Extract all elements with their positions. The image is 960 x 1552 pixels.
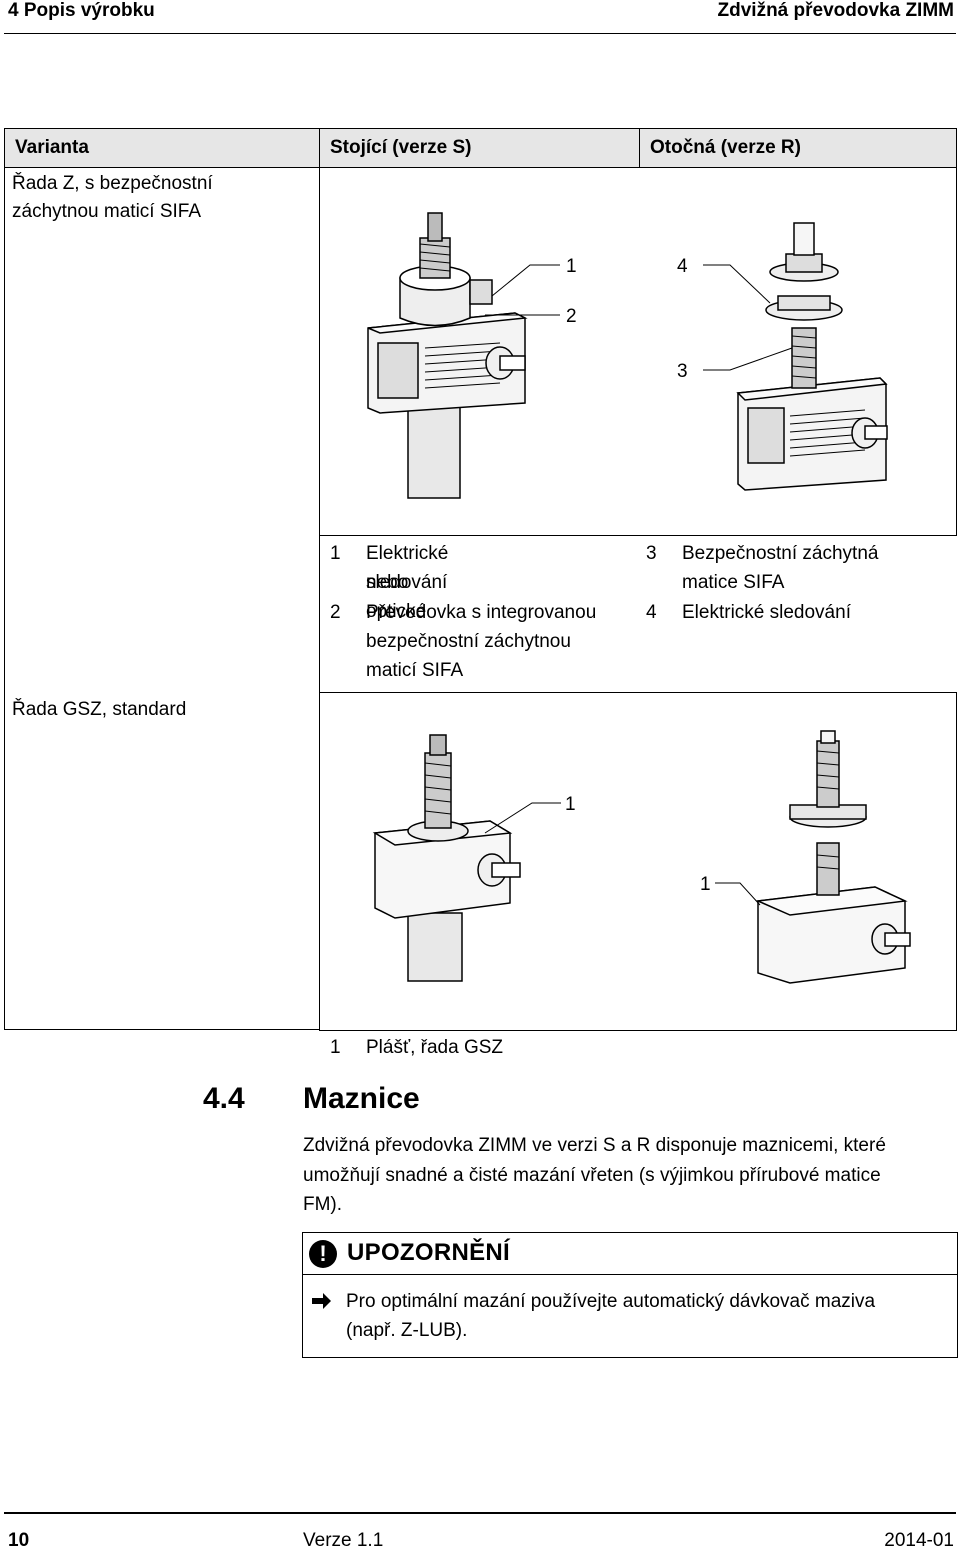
legend-num: 1 [330,543,341,564]
row1-label-line1: Řada Z, s bezpečnostní [12,173,213,194]
legend-text: Elektrické nebo optické [366,543,449,622]
th-variant: Varianta [4,128,320,168]
legend-text: Převodovka s integrovanou [366,602,597,623]
footer-rule [4,1512,956,1514]
row2-figure: 1 1 [372,730,911,984]
standing-jack-sifa-drawing [367,212,528,499]
notice-line: Pro optimální mazání používejte automati… [346,1291,876,1312]
legend-text: Bezpečnostní záchytná [682,543,879,564]
legend-text: matice SIFA [682,572,785,593]
chapter-heading: 4 Popis výrobku [8,0,155,21]
callout-1: 1 [566,256,577,277]
row1-callout-leaders [485,264,793,371]
notice-box: ! UPOZORNĚNÍ Pro optimální mazání použív… [302,1232,958,1358]
arrow-right-icon [312,1293,331,1309]
section-number: 4.4 [203,1082,245,1115]
row1-figure-cell: 1 2 4 3 [319,167,957,536]
legend-text: sledování [366,572,448,593]
th-rotating: Otočná (verze R) [639,128,957,168]
notice-text: Pro optimální mazání používejte automati… [346,1287,875,1345]
th-standing: Stojící (verze S) [319,128,640,168]
notice-header: ! UPOZORNĚNÍ [303,1233,957,1275]
gsz-standing-drawing [372,734,521,982]
legend-text: maticí SIFA [366,660,464,681]
product-name: Zdvižná převodovka ZIMM [717,0,954,21]
gsz-rotating-drawing [755,730,911,984]
callout-1: 1 [700,874,711,895]
body-line: umožňují snadné a čisté mazání vřeten (s… [303,1164,881,1186]
callout-1: 1 [565,794,576,815]
row1-figure: 1 2 4 3 [367,212,888,499]
row2-callout-leaders [484,802,761,906]
version-label: Verze 1.1 [303,1530,384,1551]
callout-4: 4 [677,256,688,277]
notice-line: (např. Z-LUB). [346,1320,468,1341]
row2-label: Řada GSZ, standard [12,699,187,720]
body-line: FM). [303,1194,343,1215]
legend-num: 1 [330,1037,341,1058]
legend-num: 4 [646,602,657,623]
legend-text: bezpečnostní záchytnou [366,631,571,652]
legend-num: 2 [330,602,341,623]
header-rule [4,33,956,34]
section-body: Zdvižná převodovka ZIMM ve verzi S a R d… [303,1131,953,1220]
section-title: Maznice [303,1082,420,1115]
callout-2: 2 [566,306,577,327]
callout-3: 3 [677,361,688,382]
row2-label-cell: Řada GSZ, standard [4,692,320,1030]
row2-figure-cell: 1 1 [319,692,957,1031]
row1-label-cell: Řada Z, s bezpečnostní záchytnou maticí … [4,167,320,692]
date-label: 2014-01 [884,1530,954,1551]
row1-label-line2: záchytnou maticí SIFA [12,201,202,222]
exclamation-icon: ! [309,1240,337,1268]
page-number: 10 [8,1530,30,1551]
legend-num: 3 [646,543,657,564]
notice-title: UPOZORNĚNÍ [347,1239,511,1266]
body-line: Zdvižná převodovka ZIMM ve verzi S a R d… [303,1135,886,1156]
rotating-jack-sifa-drawing [736,222,888,491]
legend-text: Elektrické sledování [682,602,851,623]
legend-text: Plášť, řada GSZ [366,1037,504,1058]
